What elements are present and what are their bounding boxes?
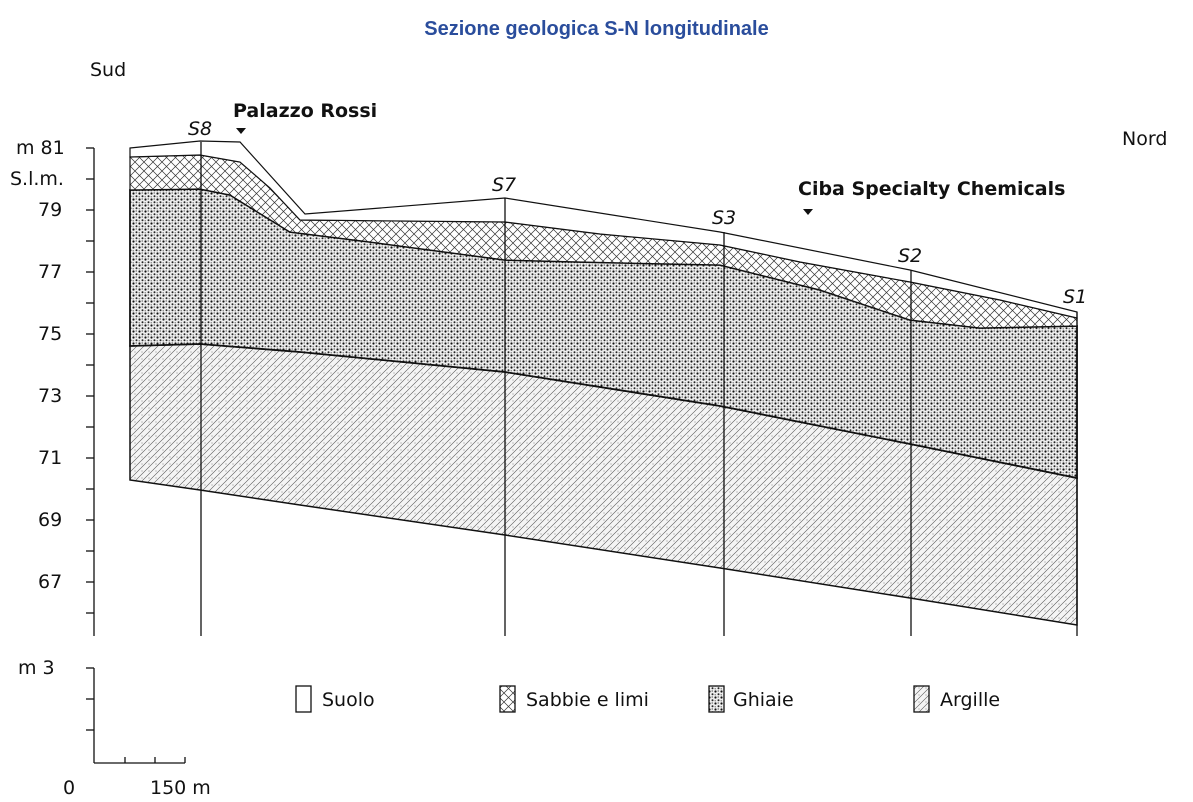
vertical-scale-label: m 3 xyxy=(18,657,55,679)
legend-label-ghiaie: Ghiaie xyxy=(733,689,794,711)
elevation-axis: m 81 S.l.m. 79 77 75 73 71 69 67 xyxy=(10,137,95,636)
palazzo-rossi-marker-icon xyxy=(236,128,246,134)
elevation-tick-73: 73 xyxy=(38,385,62,407)
legend-swatch-argille xyxy=(913,685,930,713)
borehole-label-s1: S1 xyxy=(1063,286,1087,308)
north-label: Nord xyxy=(1122,128,1167,150)
legend-label-argille: Argille xyxy=(940,689,1000,711)
scale-bar xyxy=(86,667,186,764)
borehole-label-s2: S2 xyxy=(898,245,922,267)
scale-start-label: 0 xyxy=(63,777,75,799)
legend: Suolo Sabbie e limi Ghiaie Argille xyxy=(295,685,1000,713)
diagram-title: Sezione geologica S-N longitudinale xyxy=(424,18,769,40)
elevation-sub-label: S.l.m. xyxy=(10,168,64,190)
ciba-marker-icon xyxy=(803,209,813,215)
scale-end-label: 150 m xyxy=(150,777,211,799)
south-label: Sud xyxy=(90,59,126,81)
elevation-top-label: m 81 xyxy=(16,137,65,159)
elevation-tick-75: 75 xyxy=(38,323,62,345)
legend-swatch-ghiaie xyxy=(708,685,725,713)
elevation-tick-79: 79 xyxy=(38,199,62,221)
borehole-label-s8: S8 xyxy=(188,118,212,140)
ciba-label: Ciba Specialty Chemicals xyxy=(798,178,1065,200)
palazzo-rossi-label: Palazzo Rossi xyxy=(233,100,377,122)
legend-swatch-sabbie xyxy=(499,685,516,713)
borehole-lines xyxy=(200,142,1078,636)
legend-label-sabbie: Sabbie e limi xyxy=(526,689,649,711)
elevation-tick-69: 69 xyxy=(38,509,62,531)
elevation-tick-67: 67 xyxy=(38,571,62,593)
legend-label-suolo: Suolo xyxy=(322,689,375,711)
elevation-tick-71: 71 xyxy=(38,447,62,469)
borehole-label-s3: S3 xyxy=(712,207,736,229)
elevation-tick-77: 77 xyxy=(38,261,62,283)
legend-swatch-suolo xyxy=(295,685,312,713)
borehole-label-s7: S7 xyxy=(492,174,516,196)
layer-suolo xyxy=(129,140,1078,319)
